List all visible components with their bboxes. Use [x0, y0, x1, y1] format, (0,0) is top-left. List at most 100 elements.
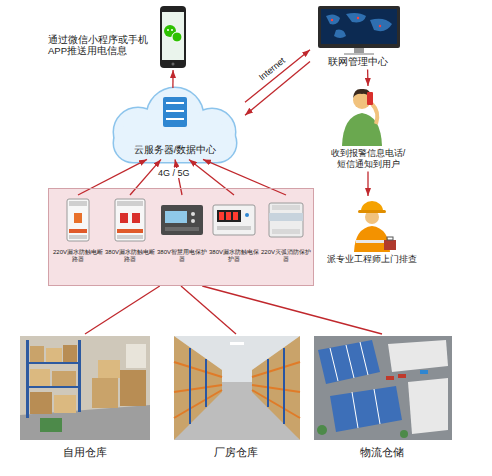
phone-icon	[171, 29, 173, 31]
warehouse-photo	[330, 348, 338, 381]
engineer-icon	[361, 201, 383, 211]
warehouse-photo	[52, 371, 76, 386]
engineer-icon	[387, 237, 393, 240]
monitor-icon	[370, 19, 392, 31]
breaker-icon	[67, 199, 89, 241]
network-label: 4G / 5G	[156, 168, 192, 178]
connector-arrow	[78, 159, 147, 195]
warehouse-photo	[283, 348, 285, 424]
warehouse-photo	[26, 362, 81, 364]
connector-arrow	[245, 50, 310, 103]
cloud-shape	[166, 118, 184, 120]
connector-arrow	[367, 69, 369, 86]
monitor-icon	[331, 19, 333, 21]
device-box: 220V灭弧消防保护器	[261, 195, 311, 265]
breaker-icon	[67, 199, 89, 241]
warehouse-photo	[30, 346, 44, 362]
protector-icon	[233, 212, 238, 220]
node-text: 通过微信小程序或手机APP推送用电信息	[48, 34, 148, 57]
breaker-icon	[115, 199, 145, 241]
node-text: 380V智慧用电保护器	[157, 249, 207, 263]
phone-icon	[167, 29, 169, 31]
engineer-icon	[356, 240, 388, 243]
cloud-shape	[114, 124, 236, 162]
protector-icon	[269, 203, 303, 237]
phone-icon	[172, 63, 175, 66]
monitor-icon	[344, 53, 374, 55]
cloud-shape	[163, 97, 187, 127]
monitor-icon	[326, 14, 340, 24]
breaker-icon	[69, 201, 87, 206]
protector-icon	[217, 226, 251, 230]
protector-icon	[269, 203, 303, 237]
warehouse-photo	[174, 385, 222, 392]
warehouse-photo	[98, 360, 120, 378]
protector-icon	[161, 205, 203, 235]
warehouse-photo	[120, 370, 146, 406]
warehouse-photo	[174, 336, 300, 440]
warehouse-photo	[174, 390, 222, 418]
protector-icon	[217, 210, 241, 222]
monitor-icon	[318, 6, 400, 55]
protector-icon	[219, 212, 224, 220]
protector-icon	[226, 212, 231, 220]
phone-icon	[162, 12, 184, 60]
warehouse-photo	[252, 390, 300, 418]
warehouse-photo	[360, 342, 368, 375]
device-box: 380V漏水防触电断路器	[105, 195, 155, 265]
breaker-icon	[120, 213, 128, 223]
connector-arrow	[367, 172, 368, 196]
protector-icon	[269, 213, 303, 221]
warehouse-photo	[40, 418, 62, 432]
phone-icon	[160, 6, 186, 68]
node-text: 220V灭弧消防保护器	[261, 249, 311, 263]
warehouse-photo	[420, 370, 428, 374]
protector-icon	[165, 227, 199, 231]
protector-icon	[191, 219, 195, 223]
warehouse-photo	[408, 378, 448, 434]
warehouse-photo	[317, 425, 327, 435]
warehouse-photo	[374, 389, 380, 424]
device-panel: 220V漏水防触电断路器380V漏水防触电断路器380V智慧用电保护器380V漏…	[48, 188, 314, 286]
node-text: 派专业工程师上门排查	[322, 254, 422, 265]
warehouse-photo	[398, 374, 406, 378]
breaker-icon	[132, 213, 140, 223]
node-text: 220V漏水防触电断路器	[53, 249, 103, 263]
alarm-operator: 收到报警信息电话/短信通知到用户	[318, 86, 418, 172]
warehouse-photo	[26, 386, 81, 388]
engineer-icon	[384, 240, 396, 250]
breaker-icon	[117, 201, 143, 206]
warehouse-box: 物流仓储	[312, 334, 452, 461]
warehouse-photo	[205, 359, 207, 407]
protector-icon	[161, 205, 203, 235]
connector-arrow	[85, 286, 160, 334]
warehouse-photo	[20, 336, 150, 440]
node-text: 物流仓储	[312, 446, 452, 459]
warehouse-photo	[20, 336, 150, 440]
operator-icon	[342, 89, 382, 146]
phone-icon	[160, 6, 186, 68]
warehouse-photo	[174, 336, 222, 440]
warehouse-photo	[400, 430, 408, 438]
breaker-icon	[69, 235, 87, 239]
engineer-icon	[354, 201, 396, 252]
operator-icon	[367, 92, 373, 105]
cloud-server: 云服务器/数据中心	[105, 88, 245, 159]
warehouse-photo	[330, 386, 402, 432]
warehouse-photo	[267, 359, 269, 407]
warehouse-photo	[126, 344, 146, 368]
warehouse-photo	[78, 340, 81, 412]
monitor-icon	[346, 13, 366, 23]
protector-icon	[213, 205, 255, 235]
device-box: 220V漏水防触电断路器	[53, 195, 103, 265]
breaker-icon	[74, 213, 82, 223]
warehouse-photo	[352, 392, 358, 428]
edge-label: Internet	[255, 54, 288, 84]
warehouse-photo	[346, 345, 354, 378]
cloud-shape	[114, 124, 236, 162]
connector-arrow	[202, 286, 382, 334]
protector-icon	[272, 205, 300, 210]
warehouse-photo	[30, 369, 50, 386]
